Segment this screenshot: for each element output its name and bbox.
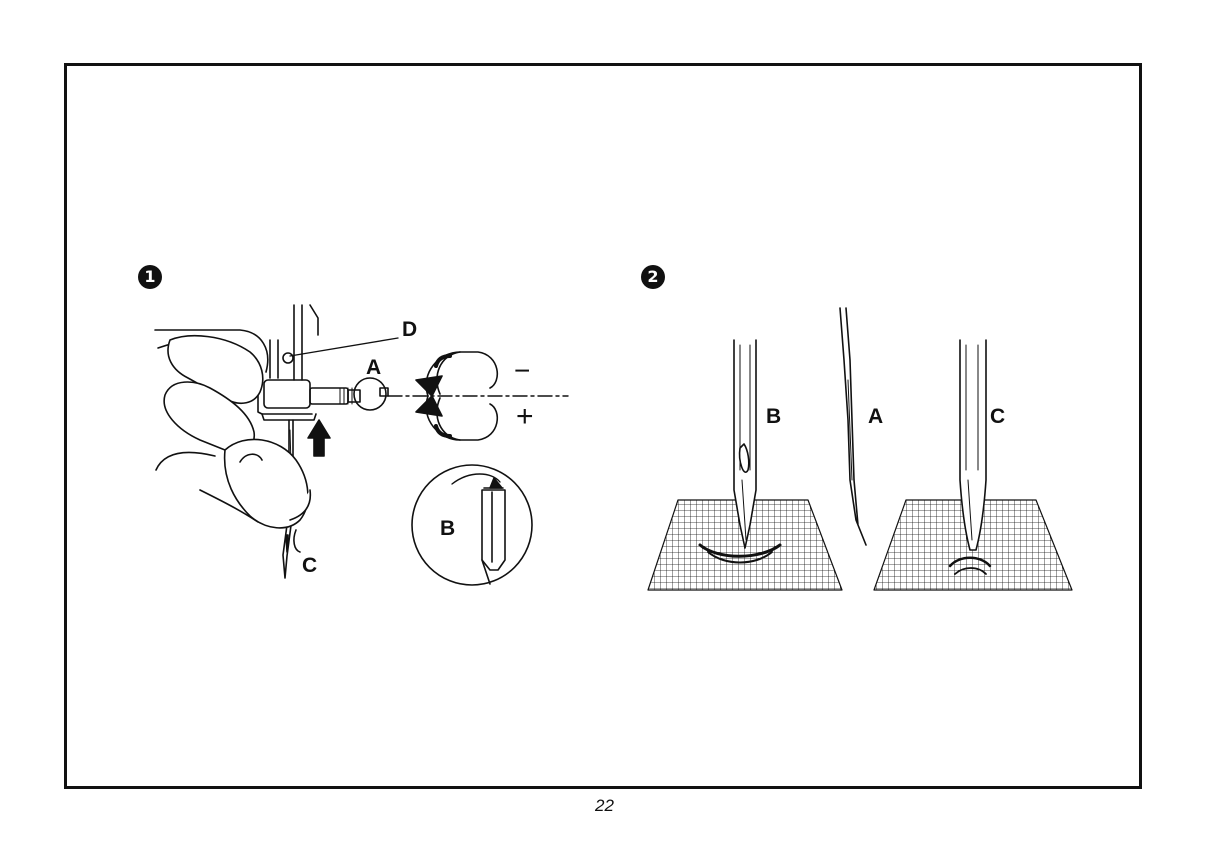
page-number: 22 — [0, 796, 1209, 816]
needle-a — [840, 308, 866, 545]
label-d: D — [402, 318, 417, 341]
needle-bar — [270, 305, 318, 380]
thumb-screw-knob — [354, 378, 386, 410]
label-plus: + — [516, 400, 534, 433]
label-c: C — [302, 554, 317, 577]
label-c-fig2: C — [990, 405, 1005, 428]
push-up-arrow — [308, 420, 330, 456]
label-a: A — [366, 356, 381, 379]
figure-2-needle-comparison — [648, 308, 1072, 590]
label-b-inset: B — [440, 517, 455, 540]
label-a-fig2: A — [868, 405, 883, 428]
label-minus: − — [514, 355, 530, 386]
leader-line-d — [290, 338, 398, 356]
figure-1-needle-change — [155, 305, 568, 585]
needle-c-blunt — [960, 340, 986, 550]
magnified-needle-inset — [412, 465, 532, 585]
needle-clamp — [264, 380, 310, 408]
set-screw-d — [283, 353, 293, 363]
label-b-fig2: B — [766, 405, 781, 428]
